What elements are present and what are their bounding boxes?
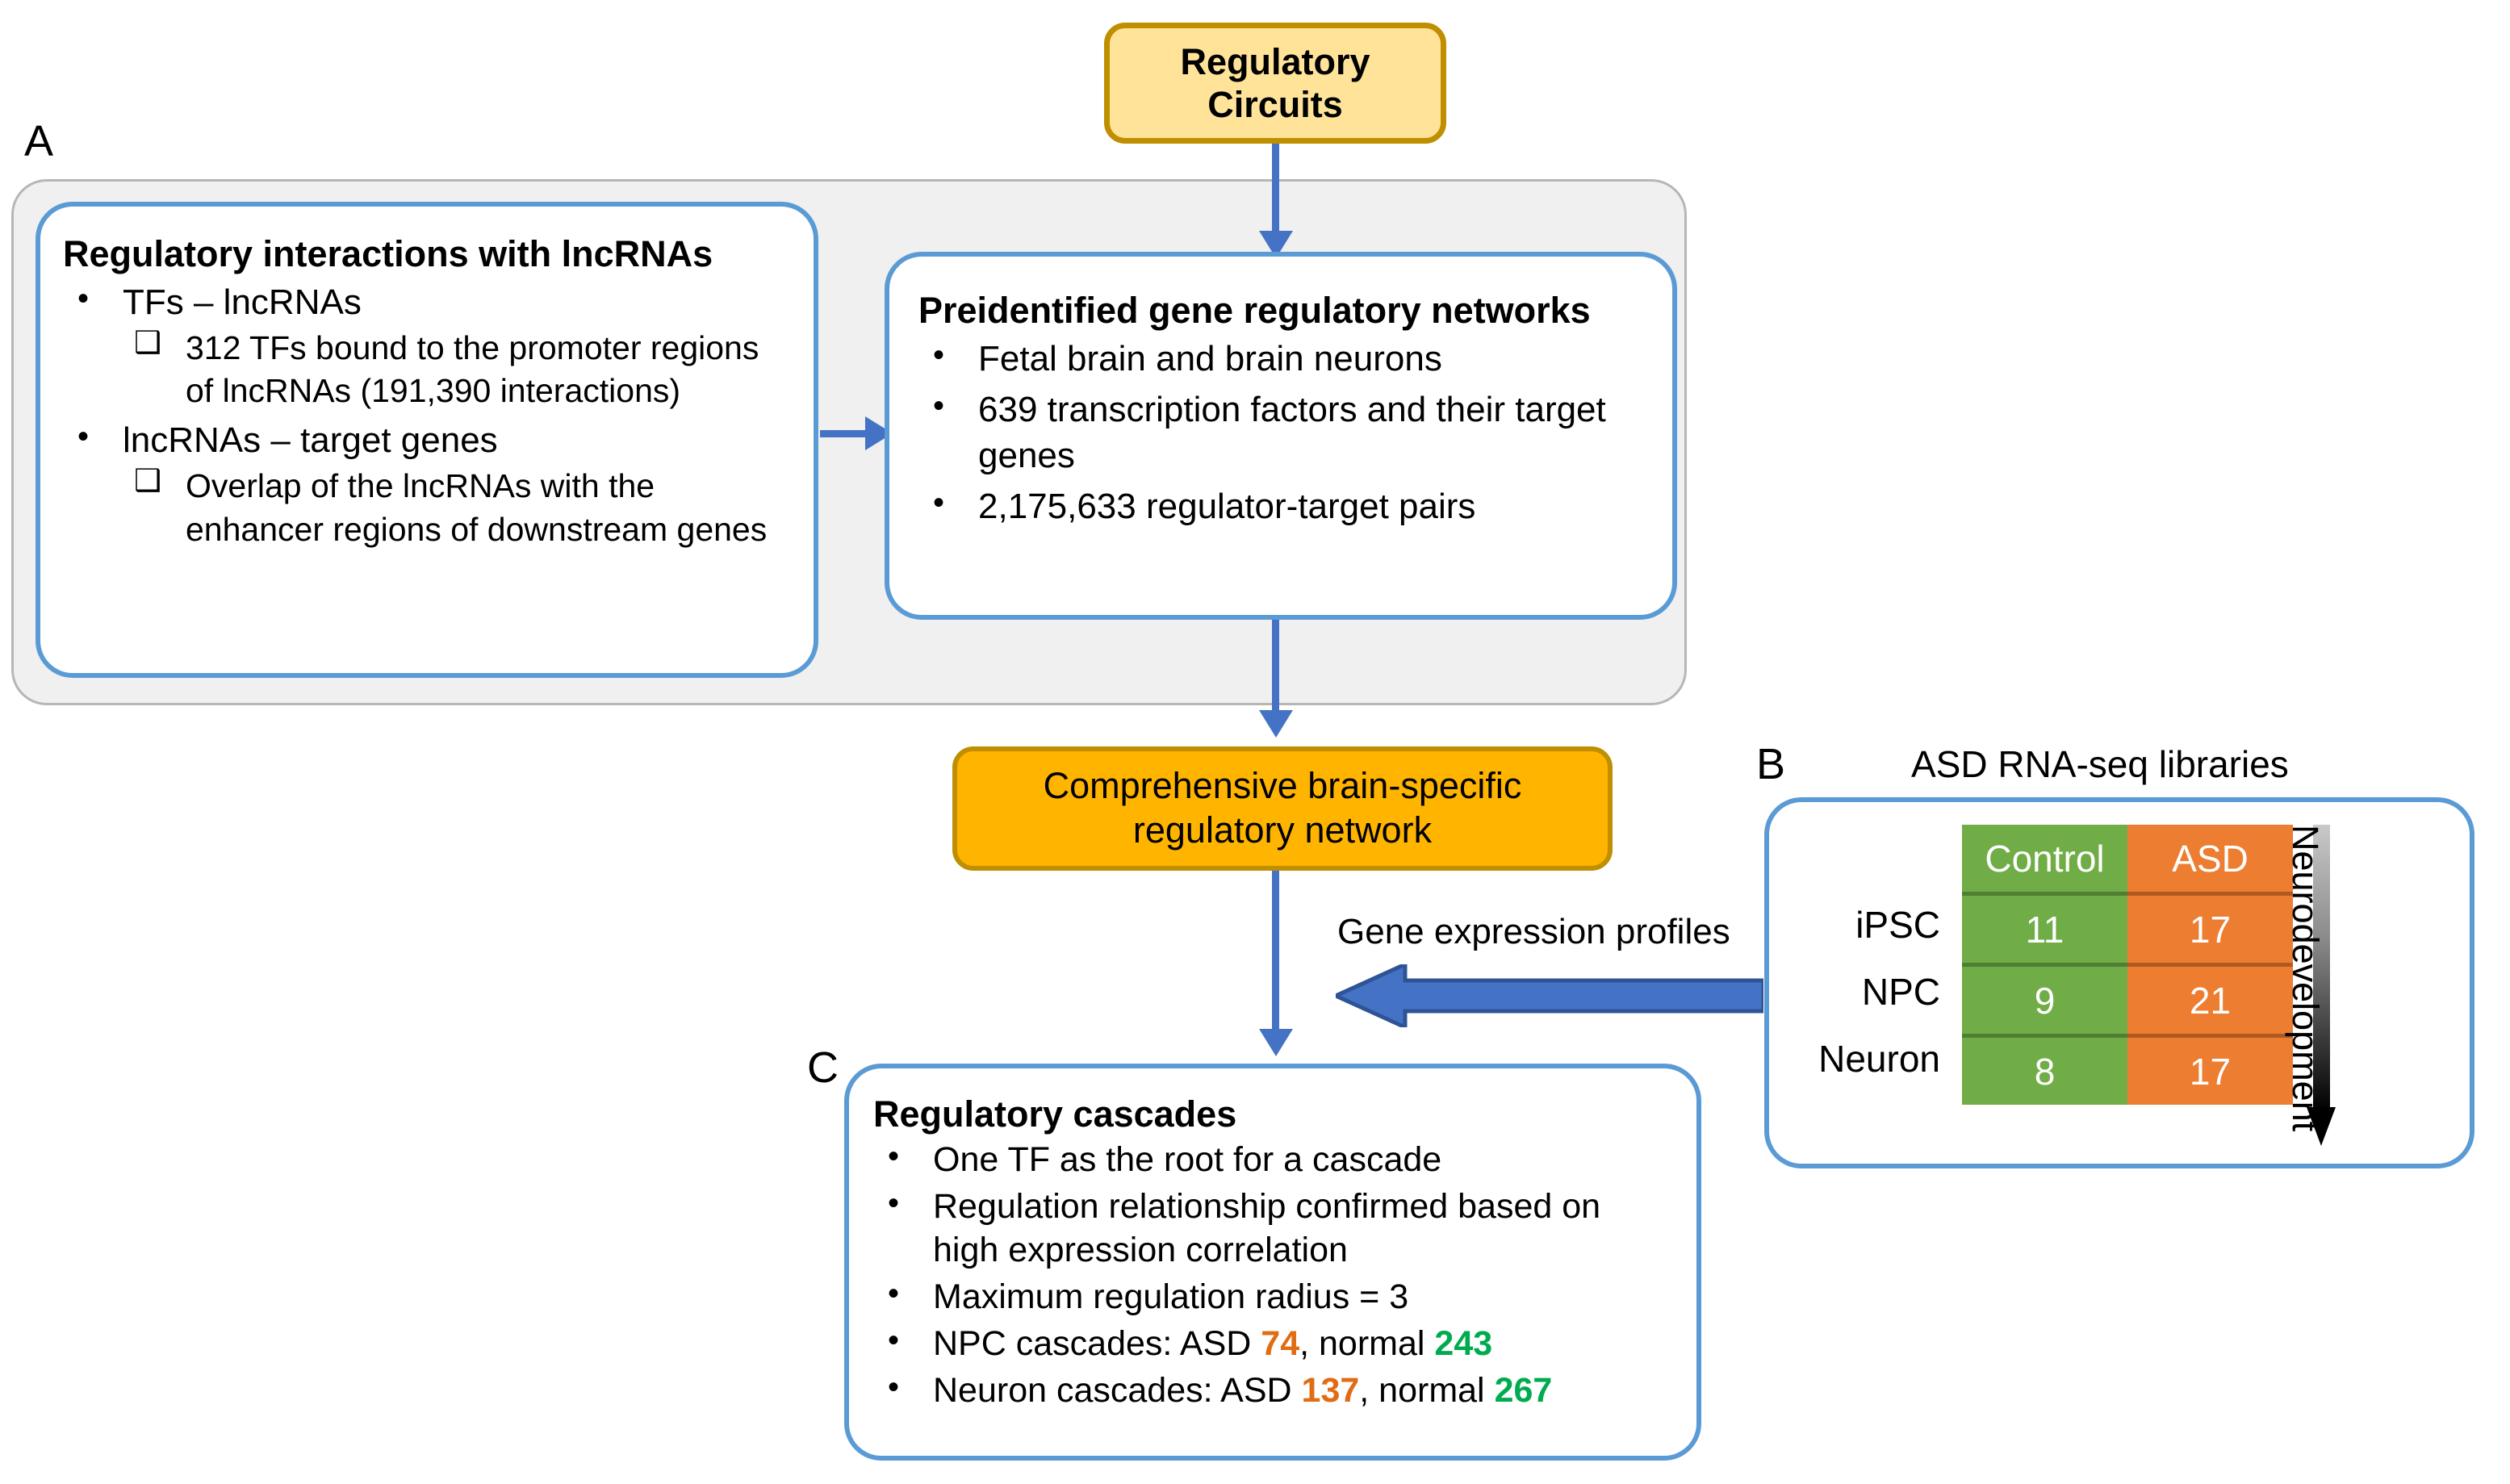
panel-a-bullet-list: TFs – lncRNAs 312 TFs bound to the promo… <box>63 278 789 552</box>
panel-a-subbullet-2: Overlap of the lncRNAs with the enhancer… <box>123 462 789 551</box>
neurodevelopment-arrow-shaft <box>2313 825 2330 1111</box>
neuron-cascades-asd-count: 137 <box>1301 1371 1360 1411</box>
table-row: 8 17 <box>1962 1038 2293 1105</box>
panel-a-bullet-1-text: TFs – lncRNAs <box>123 282 362 322</box>
panel-b-row-labels: iPSC NPC Neuron <box>1769 892 1953 1093</box>
table-header-asd: ASD <box>2127 825 2293 896</box>
panel-a-bullet-2-text: lncRNAs – target genes <box>123 420 498 461</box>
table-row: 9 21 <box>1962 967 2293 1038</box>
panel-label-c: C <box>807 1043 839 1092</box>
panel-c-bullet-1: One TF as the root for a cascade <box>873 1135 1675 1181</box>
arrow-circuits-to-networks-shaft <box>1272 144 1279 257</box>
panel-b-row-label-neuron: Neuron <box>1818 1038 1940 1080</box>
panel-b-box: iPSC NPC Neuron Control ASD 11 17 9 21 <box>1764 797 2474 1168</box>
asd-rnaseq-library-table: Control ASD 11 17 9 21 8 17 <box>1962 825 2293 1105</box>
panel-a-sublist-2: Overlap of the lncRNAs with the enhancer… <box>123 462 789 551</box>
panel-b-title: ASD RNA-seq libraries <box>1911 743 2289 785</box>
panel-c-box: Regulatory cascades One TF as the root f… <box>844 1064 1701 1461</box>
gene-expression-profiles-label: Gene expression profiles <box>1337 912 1730 951</box>
panel-a-subbullet-1: 312 TFs bound to the promoter regions of… <box>123 324 789 413</box>
cell-npc-asd: 21 <box>2127 967 2293 1038</box>
panel-a-box: Regulatory interactions with lncRNAs TFs… <box>36 202 818 678</box>
comprehensive-network-node[interactable]: Comprehensive brain-specific regulatory … <box>952 746 1613 871</box>
panel-a-bullet-2: lncRNAs – target genes Overlap of the ln… <box>63 416 789 551</box>
networks-title: Preidentified gene regulatory networks <box>918 290 1591 331</box>
panel-label-a: A <box>24 117 54 165</box>
regulatory-circuits-line2: Circuits <box>1207 84 1343 125</box>
panel-c-bullet-3: Maximum regulation radius = 3 <box>873 1273 1675 1319</box>
npc-cascades-normal-count: 243 <box>1434 1324 1493 1364</box>
comprehensive-line1: Comprehensive brain-specific <box>1043 765 1522 807</box>
npc-cascades-asd-count: 74 <box>1261 1324 1300 1364</box>
cell-npc-control: 9 <box>1962 967 2127 1038</box>
npc-cascades-prefix: NPC cascades: ASD <box>933 1324 1261 1364</box>
networks-bullet-1: Fetal brain and brain neurons <box>918 333 1645 382</box>
npc-cascades-mid: , normal <box>1299 1324 1435 1364</box>
panel-a-sublist-1: 312 TFs bound to the promoter regions of… <box>123 324 789 413</box>
regulatory-circuits-text: Regulatory Circuits <box>1180 40 1370 126</box>
comprehensive-network-text: Comprehensive brain-specific regulatory … <box>1044 764 1522 853</box>
panel-a-title: Regulatory interactions with lncRNAs <box>63 233 713 274</box>
panel-a-bullet-1: TFs – lncRNAs 312 TFs bound to the promo… <box>63 278 789 413</box>
preidentified-networks-box: Preidentified gene regulatory networks F… <box>885 252 1677 620</box>
panel-c-title: Regulatory cascades <box>873 1093 1237 1135</box>
neuron-cascades-mid: , normal <box>1359 1371 1495 1411</box>
panel-b-row-label-npc: NPC <box>1861 971 1940 1013</box>
arrow-networks-to-comprehensive-head <box>1259 710 1293 738</box>
table-header-row: Control ASD <box>1962 825 2293 896</box>
neurodevelopment-arrow-head <box>2307 1107 2336 1146</box>
neuron-cascades-prefix: Neuron cascades: ASD <box>933 1371 1302 1411</box>
arrow-comprehensive-to-cascades-shaft <box>1272 871 1279 1034</box>
cell-ipsc-control: 11 <box>1962 896 2127 967</box>
table-header-control: Control <box>1962 825 2127 896</box>
regulatory-circuits-node[interactable]: Regulatory Circuits <box>1104 23 1446 144</box>
cell-neuron-asd: 17 <box>2127 1038 2293 1105</box>
panel-c-bullet-5: Neuron cascades: ASD 137, normal 267 <box>873 1367 1675 1412</box>
panel-c-bullet-4: NPC cascades: ASD 74, normal 243 <box>873 1320 1675 1365</box>
gene-expression-profiles-arrow <box>1336 964 1763 1027</box>
table-row: 11 17 <box>1962 896 2293 967</box>
panel-b-row-label-ipsc: iPSC <box>1855 904 1940 946</box>
cell-ipsc-asd: 17 <box>2127 896 2293 967</box>
neurodevelopment-arrow-icon <box>2307 825 2336 1160</box>
panel-c-bullet-list: One TF as the root for a cascade Regulat… <box>873 1135 1675 1413</box>
regulatory-circuits-line1: Regulatory <box>1180 40 1370 82</box>
networks-bullet-3: 2,175,633 regulator-target pairs <box>918 482 1645 529</box>
arrow-comprehensive-to-cascades-head <box>1259 1029 1293 1056</box>
networks-bullet-2: 639 transcription factors and their targ… <box>918 385 1645 479</box>
cell-neuron-control: 8 <box>1962 1038 2127 1105</box>
arrow-panela-to-networks-shaft <box>820 430 873 437</box>
networks-bullet-list: Fetal brain and brain neurons 639 transc… <box>918 333 1645 530</box>
arrow-networks-to-comprehensive-shaft <box>1272 620 1279 715</box>
neuron-cascades-normal-count: 267 <box>1494 1371 1553 1411</box>
comprehensive-line2: regulatory network <box>1132 809 1433 851</box>
panel-label-b: B <box>1756 740 1786 788</box>
neurodevelopment-label: Neurodevelopment <box>2285 825 2326 1132</box>
panel-c-bullet-2: Regulation relationship confirmed based … <box>873 1183 1675 1272</box>
